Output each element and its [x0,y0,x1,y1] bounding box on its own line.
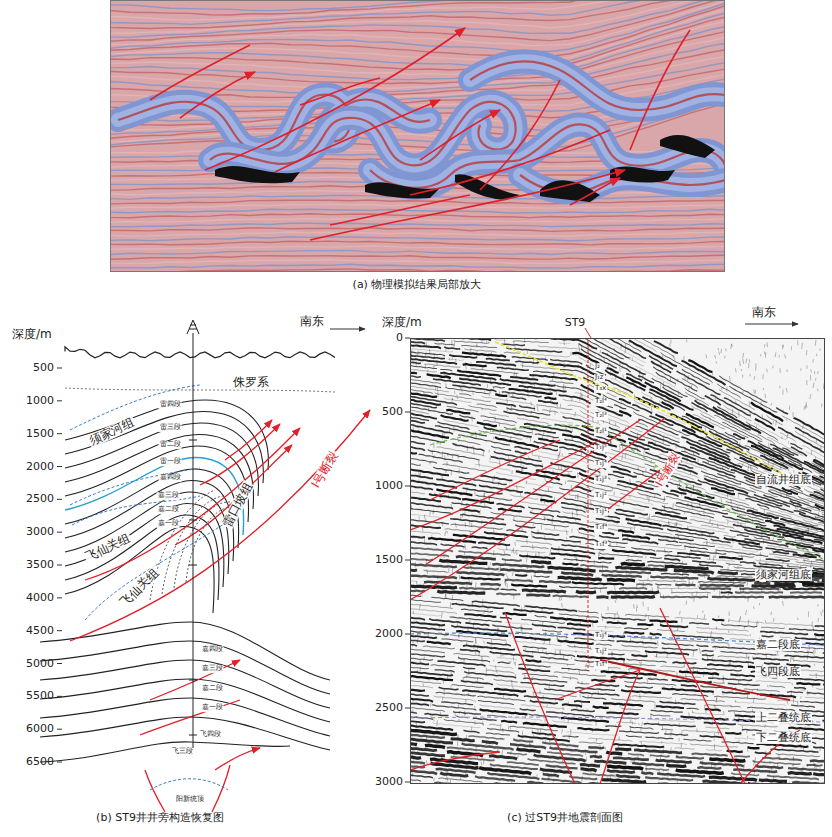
label-text: T₁f³ [594,541,608,549]
label-text: 南东 [752,306,776,319]
label-text: 4000 [26,592,54,604]
label-text: 深度/m [382,316,422,329]
label-text: T₂l⁴ [594,398,608,406]
label-text: T₂l¹ [594,428,608,436]
label-text: 嘉一段 [201,704,224,712]
label-text: T₁j³ [594,476,608,484]
label-text: T₁f⁴ [594,661,608,669]
label-text: J₂ [594,363,601,371]
label-text: 嘉四段 [159,474,182,482]
label-text: 阳新统顶 [175,796,205,804]
label-text: 3500 [26,559,54,571]
label-text: 2500 [375,702,403,714]
label-text: 嘉二段 [201,685,224,693]
label-text: T₁f⁴ [594,524,608,532]
label-text: 飞四段底 [755,666,801,678]
label-text: 3000 [26,526,54,538]
label-text: 嘉三段 [201,665,224,673]
label-text: 嘉四段 [201,646,224,654]
label-text: T₁j¹ [594,508,608,516]
label-text: 飞仙关组 [118,566,163,611]
label-text: ST9 [565,317,586,329]
label-text: 6500 [26,756,54,768]
label-text: 4500 [26,625,54,637]
label-text: T₁j² [594,492,608,500]
label-text: 2000 [375,628,403,640]
label-text: 0 [396,332,403,344]
label-text: (b) ST9井井旁构造恢复图 [96,812,224,824]
label-text: 1500 [375,554,403,566]
label-text: 上二叠统底 [755,712,812,724]
label-text: T₁j⁵ [594,444,608,452]
label-text: 2000 [26,460,54,472]
label-text: 侏罗系 [232,376,270,389]
label-text: 1500 [26,428,54,440]
label-text: 5500 [26,690,54,702]
label-text: 500 [33,362,54,374]
label-text: 飞三段 [171,748,194,756]
label-text: 嘉二段底 [755,639,801,651]
label-text: T₁j² [594,648,608,656]
label-text: 须家河组底 [755,569,812,581]
label-text: 6000 [26,723,54,735]
label-text: 飞四段 [199,731,222,739]
label-text: T₂l³ [594,412,608,420]
label-text: 2500 [26,493,54,505]
label-text: 雷一段 [159,458,182,466]
label-text: 雷二段 [159,441,182,449]
label-text: 下二叠统底 [755,732,812,744]
label-text: 雷四段 [159,401,182,409]
label-text: T₁j⁴ [594,460,608,468]
label-text: 嘉一段 [157,520,180,528]
label-text: 1000 [375,480,403,492]
label-text: 深度/m [12,328,52,341]
label-text: (a) 物理模拟结果局部放大 [353,279,482,291]
label-text: 嘉三段 [157,492,180,500]
label-text: I号断裂 [309,449,341,492]
label-text: 500 [382,406,403,418]
label-text: 1000 [26,395,54,407]
label-text: (c) 过ST9井地震剖面图 [507,812,623,824]
label-text: 嘉二段 [157,506,180,514]
label-text: T₃x [594,385,607,393]
label-text: J₁z [594,374,605,382]
label-text: 3000 [375,776,403,788]
label-text: 雷三段 [159,424,182,432]
label-text: 飞仙关组 [83,531,134,564]
label-text: 南东 [300,315,324,328]
label-text: 5000 [26,657,54,669]
label-text: 自流井组底 [755,474,812,486]
label-text: T₁j⁴ [594,632,608,640]
